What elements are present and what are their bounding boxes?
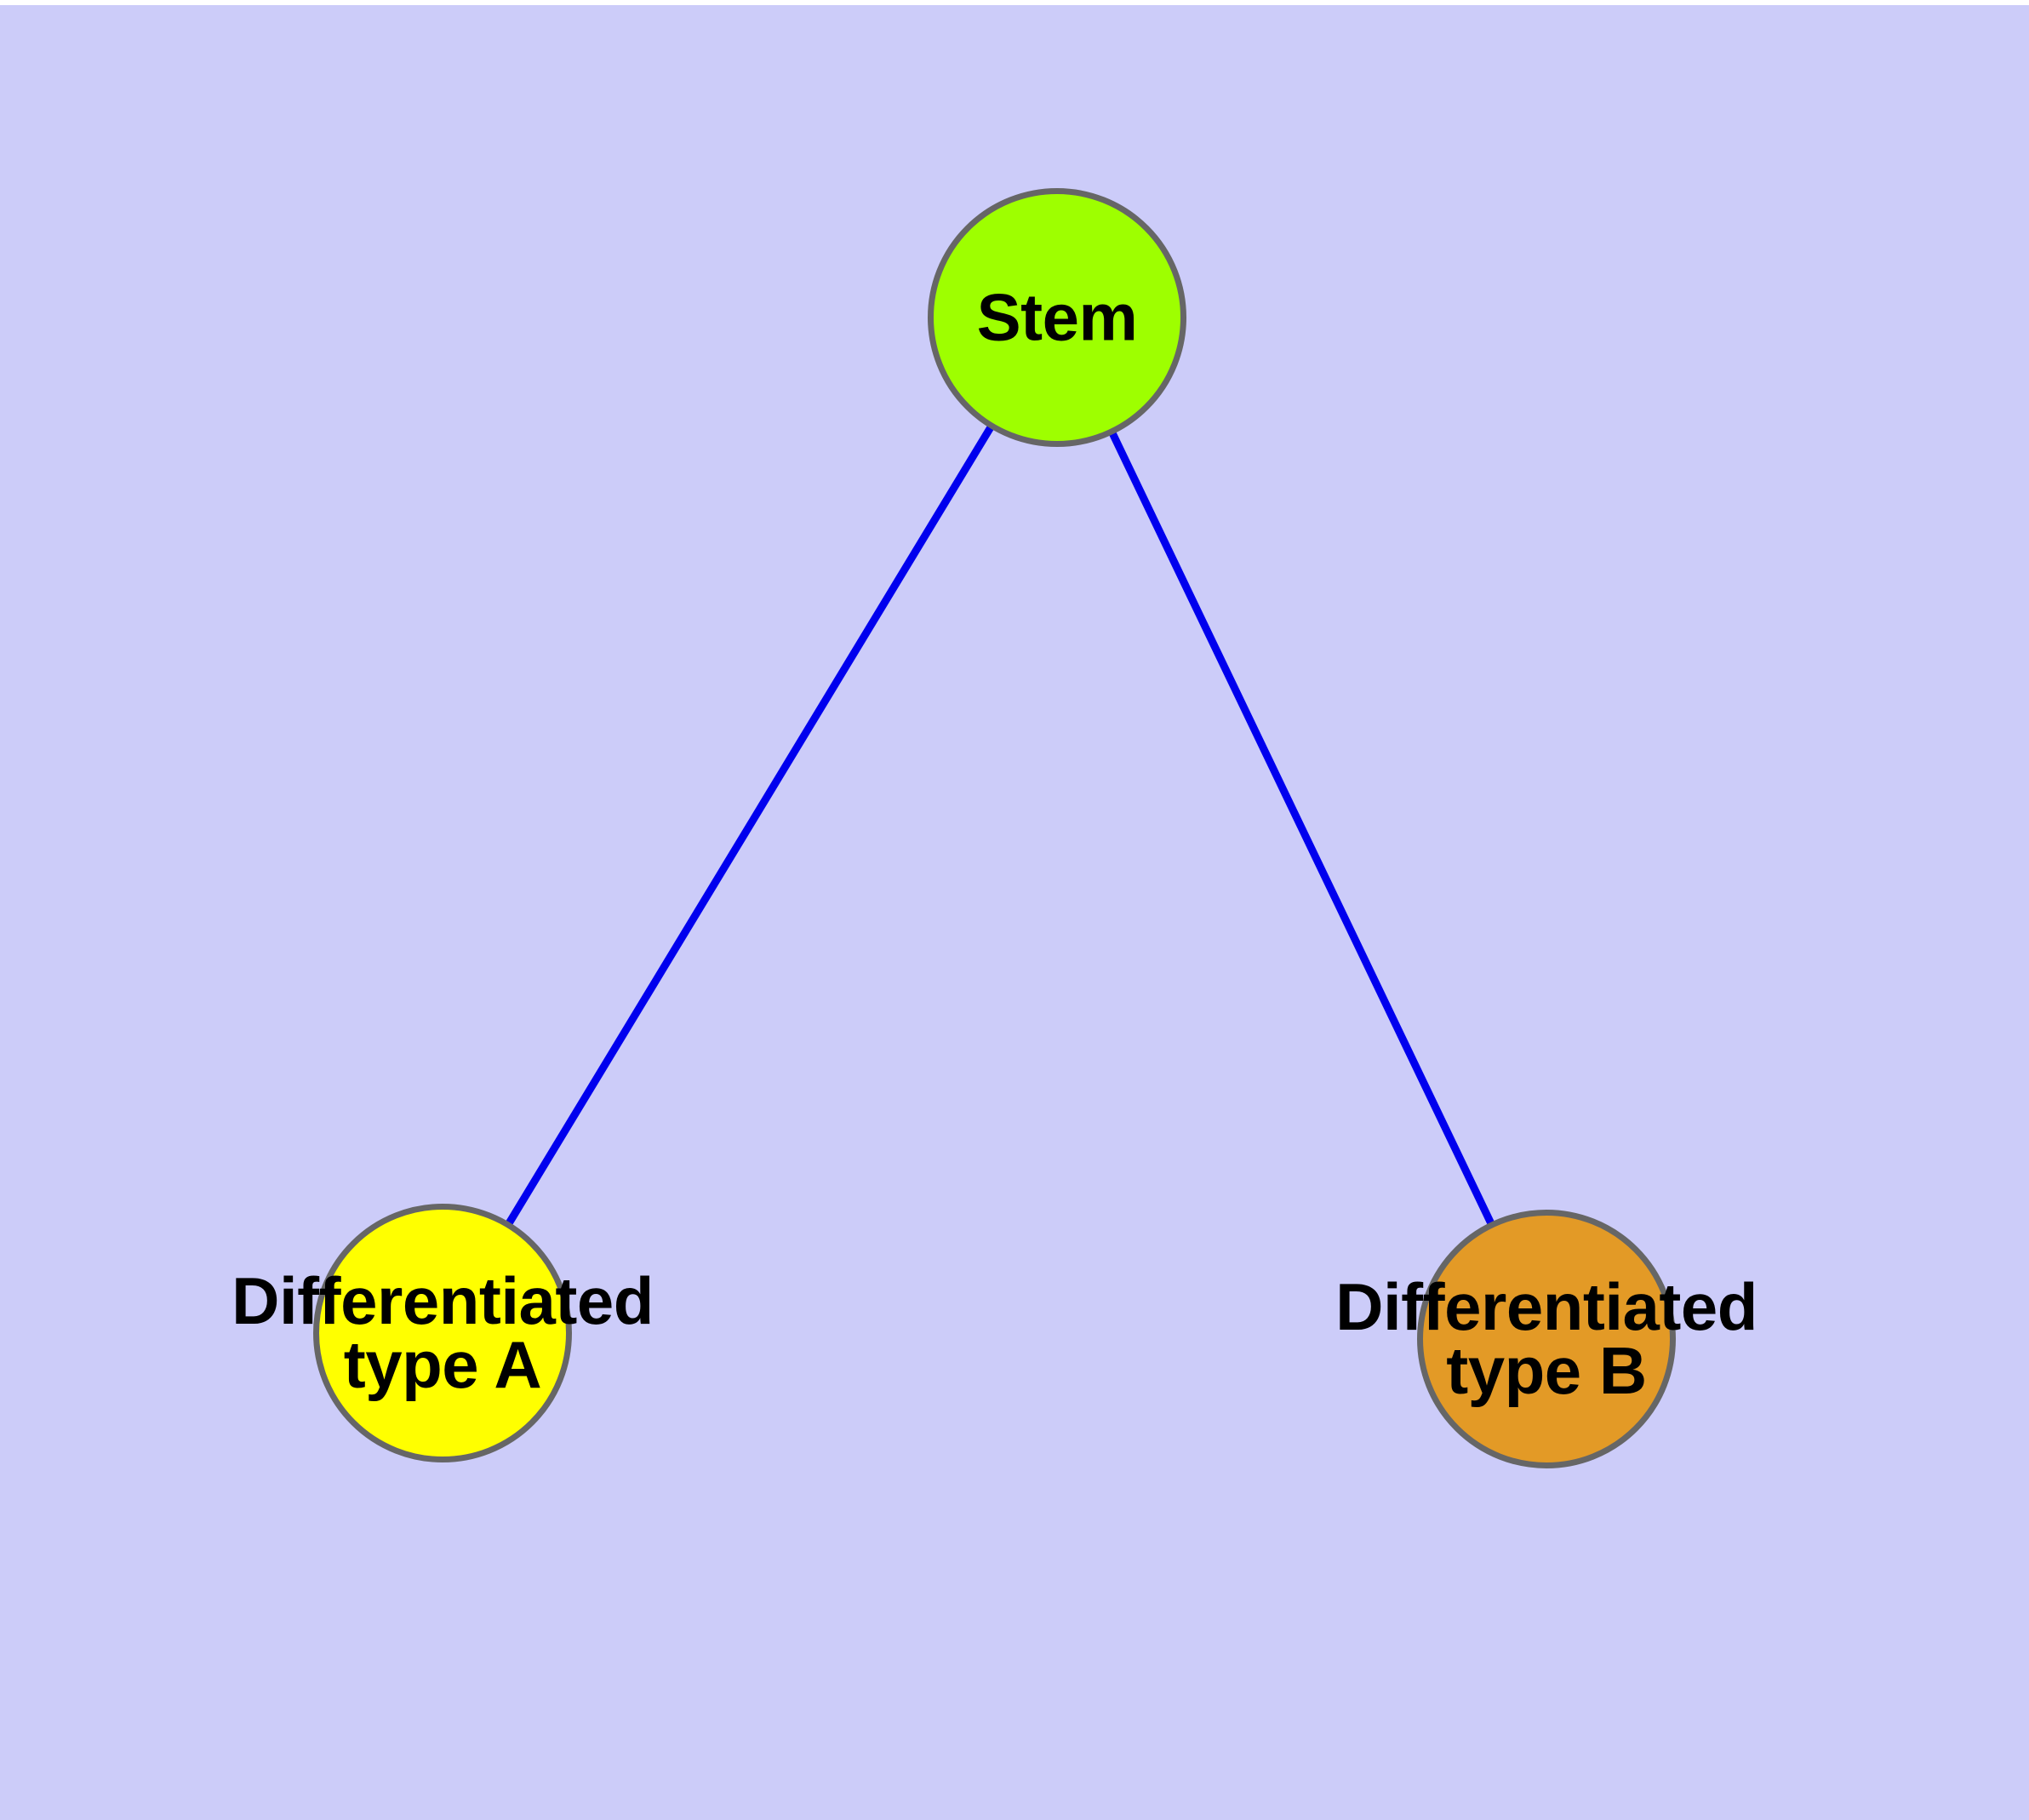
graph-node-diff_a[interactable] xyxy=(313,1204,572,1462)
nodes-layer xyxy=(313,188,1676,1468)
graph-edge-stem-diff_b xyxy=(1107,429,1496,1228)
edges-layer xyxy=(504,423,1496,1228)
graph-node-diff_b[interactable] xyxy=(1417,1210,1676,1468)
graph-edge-stem-diff_a xyxy=(504,423,996,1228)
graph-node-stem[interactable] xyxy=(928,188,1186,447)
